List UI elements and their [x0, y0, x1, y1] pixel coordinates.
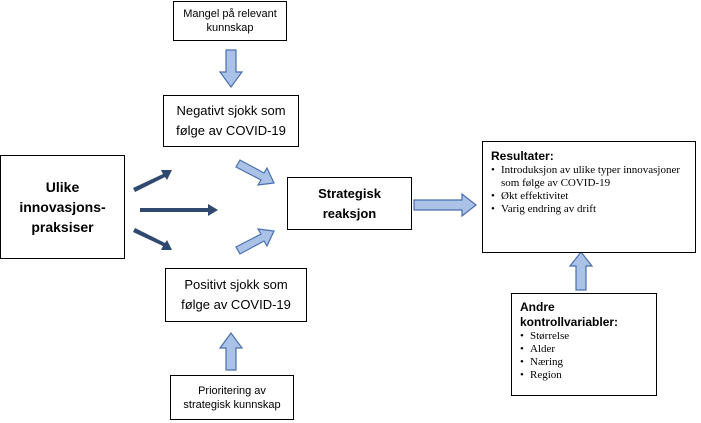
- andre-list: Størrelse Alder Næring Region: [520, 330, 648, 382]
- arrow-prioritering-to-positivt: [218, 331, 244, 371]
- resultater-title: Resultater:: [491, 149, 554, 163]
- andre-item: Næring: [520, 356, 648, 369]
- box-ulike-text: Ulike innovasjons-praksiser: [19, 179, 106, 235]
- box-strategisk: Strategisk reaksjon: [287, 177, 412, 230]
- resultater-item: Økt effektivitet: [491, 190, 687, 203]
- dark-arrow-down: [133, 228, 172, 250]
- box-mangel: Mangel på relevant kunnskap: [173, 1, 287, 41]
- arrow-mangel-to-negativt: [218, 49, 244, 89]
- andre-title: Andre kontrollvariabler:: [520, 300, 619, 329]
- box-prioritering: Prioritering av strategisk kunnskap: [170, 375, 294, 420]
- resultater-item: Varig endring av drift: [491, 203, 687, 216]
- box-positivt: Positivt sjokk som følge av COVID-19: [165, 268, 307, 322]
- box-mangel-text: Mangel på relevant kunnskap: [183, 8, 277, 34]
- andre-item: Alder: [520, 343, 648, 356]
- box-negativt-text: Negativt sjokk som følge av COVID-19: [176, 103, 286, 138]
- arrow-negativt-to-strategisk: [235, 159, 275, 186]
- arrow-positivt-to-strategisk: [235, 228, 275, 255]
- box-strategisk-text: Strategisk reaksjon: [318, 185, 381, 221]
- arrow-strategisk-to-resultater: [413, 192, 477, 218]
- arrow-andre-to-resultater: [568, 251, 594, 291]
- box-resultater: Resultater: Introduksjon av ulike typer …: [482, 141, 696, 253]
- resultater-list: Introduksjon av ulike typer innovasjoner…: [491, 164, 687, 216]
- andre-item: Størrelse: [520, 330, 648, 343]
- box-ulike: Ulike innovasjons-praksiser: [0, 155, 125, 259]
- dark-arrow-up: [133, 170, 172, 192]
- box-andre: Andre kontrollvariabler: Størrelse Alder…: [511, 293, 657, 396]
- resultater-item: Introduksjon av ulike typer innovasjoner…: [491, 164, 687, 190]
- box-positivt-text: Positivt sjokk som følge av COVID-19: [181, 277, 291, 312]
- box-prioritering-text: Prioritering av strategisk kunnskap: [183, 384, 281, 411]
- andre-item: Region: [520, 369, 648, 382]
- dark-arrow-right: [140, 204, 218, 216]
- box-negativt: Negativt sjokk som følge av COVID-19: [163, 95, 299, 147]
